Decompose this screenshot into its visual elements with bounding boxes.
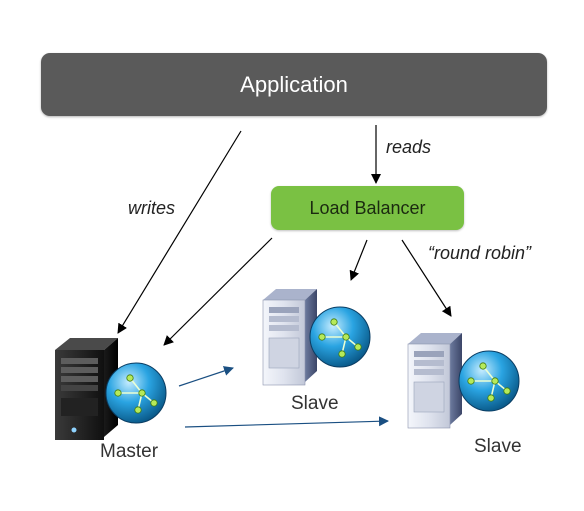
load-balancer-box: Load Balancer bbox=[271, 186, 464, 230]
load-balancer-label: Load Balancer bbox=[309, 197, 426, 218]
replication-arrow-slave-1 bbox=[178, 366, 234, 387]
slave-2-label: Slave bbox=[474, 436, 522, 457]
round-robin-label: “round robin” bbox=[428, 243, 532, 263]
slave-1-network-icon bbox=[309, 306, 371, 368]
writes-arrow bbox=[117, 130, 242, 334]
application-label: Application bbox=[240, 71, 348, 97]
lb-to-master-arrow bbox=[163, 237, 273, 346]
slave-1-server-icon bbox=[262, 289, 317, 386]
reads-label: reads bbox=[386, 137, 432, 157]
slave-2-server-icon bbox=[407, 333, 462, 429]
lb-to-slave-1-arrow bbox=[349, 239, 368, 281]
slave-2-network-icon bbox=[458, 350, 520, 412]
writes-label: writes bbox=[128, 198, 176, 218]
application-box: Application bbox=[41, 53, 547, 116]
slave-1-label: Slave bbox=[291, 393, 339, 414]
master-network-icon bbox=[105, 362, 167, 424]
replication-arrow-slave-2 bbox=[184, 416, 389, 428]
master-label: Master bbox=[100, 441, 159, 462]
lb-to-slave-2-arrow bbox=[401, 239, 452, 317]
